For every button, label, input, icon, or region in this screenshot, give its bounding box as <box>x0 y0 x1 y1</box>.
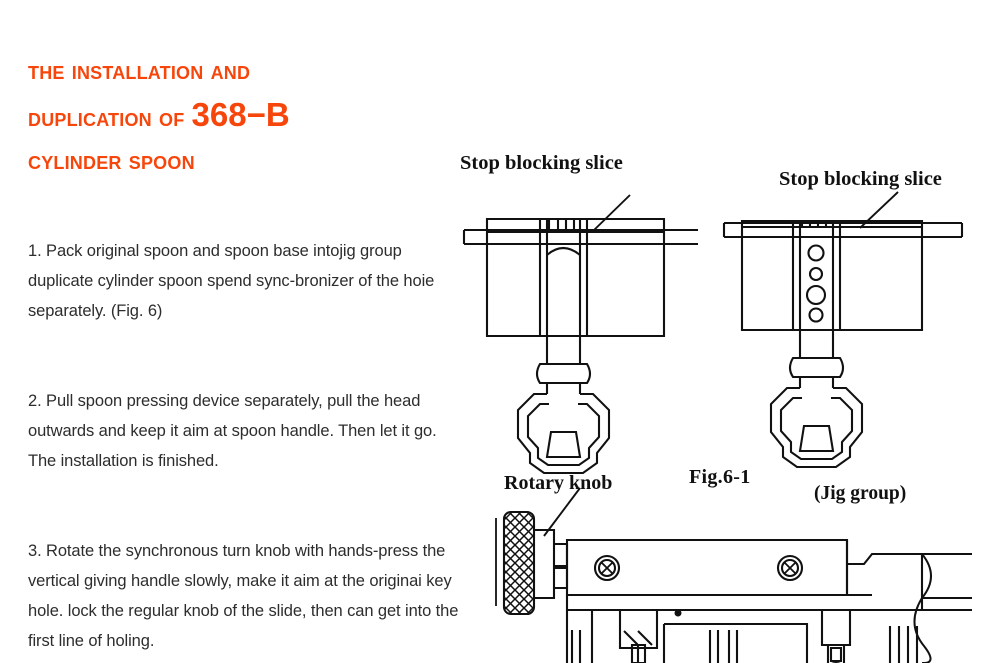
column-hole-1 <box>807 244 825 262</box>
column-hole-3 <box>805 284 827 306</box>
diagram-clamp-assembly-holed <box>722 191 964 469</box>
callout-stop-blocking-slice-right: Stop blocking slice <box>779 168 942 190</box>
figure-caption: Fig.6-1 <box>689 466 751 488</box>
knurled-knob <box>502 510 536 616</box>
diagram-jig-group-machine <box>495 487 972 663</box>
instruction-paragraph-3: 3. Rotate the synchronous turn knob with… <box>28 542 459 650</box>
page-title-line-3: cylinder spoon <box>28 147 195 175</box>
instruction-paragraph-1: 1. Pack original spoon and spoon base in… <box>28 242 435 320</box>
column-hole-2 <box>808 266 824 282</box>
cross-screw-left <box>593 554 621 582</box>
page-title-line-1: The installation and <box>28 57 251 85</box>
cross-screw-right <box>776 554 804 582</box>
page-title-line-2: duplication of <box>28 104 192 132</box>
page-title: The installation and duplication of 368−B… <box>28 50 460 183</box>
column-hole-4 <box>808 307 824 323</box>
diagram-clamp-assembly-plain <box>462 194 698 475</box>
technical-drawing-svg <box>462 191 972 663</box>
text-column: The installation and duplication of 368−B… <box>28 50 460 650</box>
callout-stop-blocking-slice-left: Stop blocking slice <box>460 152 623 174</box>
jig-group-label: (Jig group) <box>814 483 907 504</box>
callout-rotary-knob: Rotary knob <box>504 472 613 494</box>
page-title-model: 368−B <box>191 96 290 133</box>
instruction-paragraph-2: 2. Pull spoon pressing device separately… <box>28 392 437 470</box>
figure-illustration-group: Stop blocking slice Stop blocking slice … <box>452 140 1000 663</box>
